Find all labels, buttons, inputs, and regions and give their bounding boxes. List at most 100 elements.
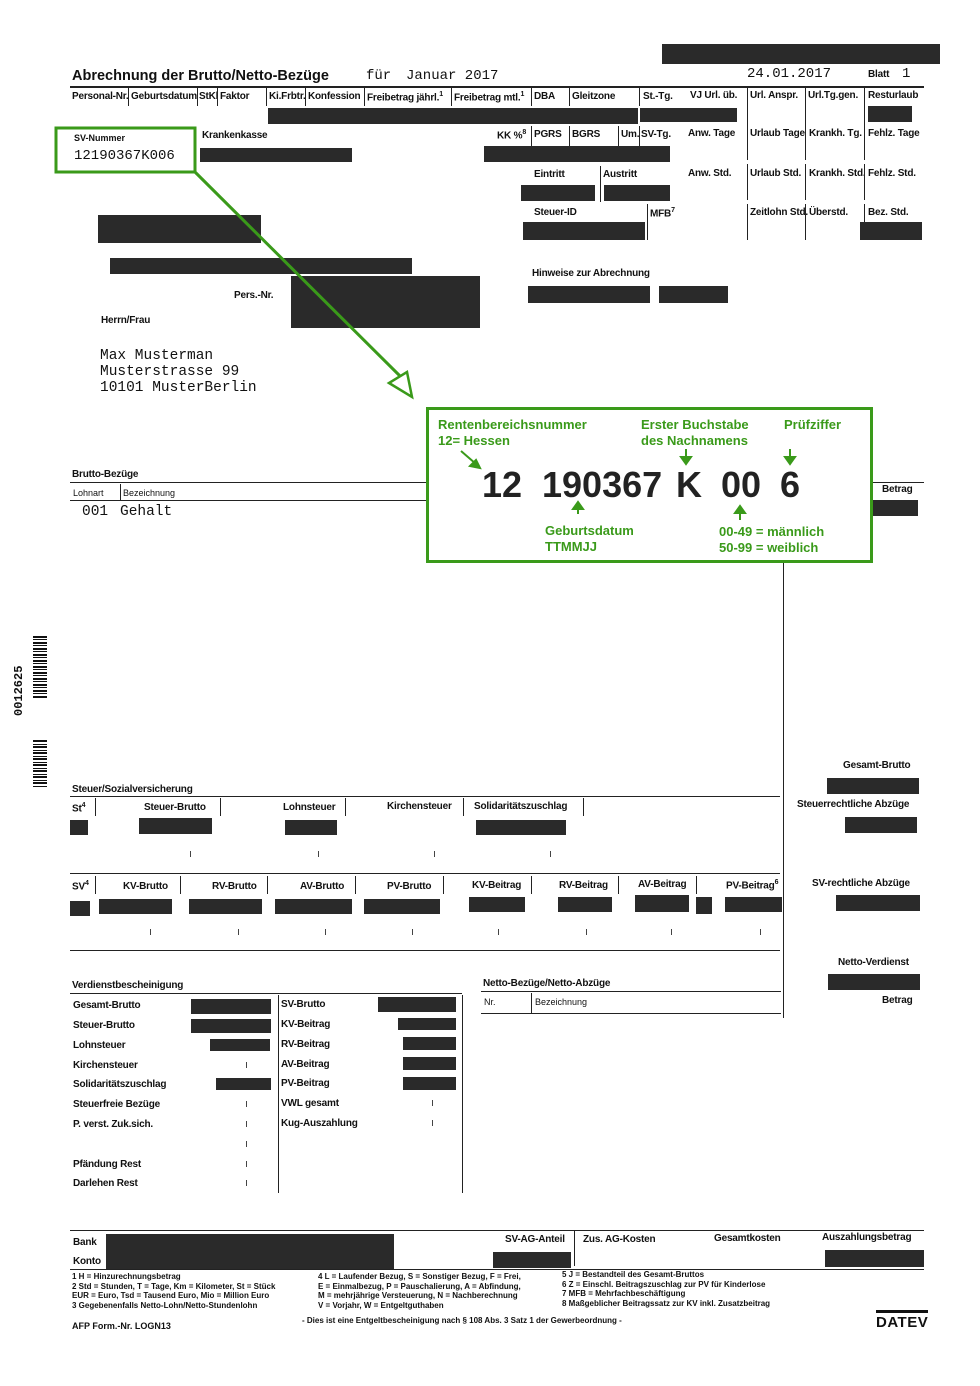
label-bez-std: Bez. Std. xyxy=(868,207,909,218)
label-zus-ag: Zus. AG-Kosten xyxy=(583,1234,656,1245)
annotation-pointers xyxy=(460,449,797,520)
redacted-block xyxy=(604,185,670,201)
label-krankh-tg: Krankh. Tg. xyxy=(809,128,862,139)
recipient-city: 10101 MusterBerlin xyxy=(100,380,257,396)
redacted-block xyxy=(378,997,456,1012)
verdienst-kirchensteuer: Kirchensteuer xyxy=(73,1060,138,1071)
redacted-block xyxy=(110,258,412,274)
lohnart-code: 001 xyxy=(82,504,109,520)
label-zeitlohn: Zeitlohn Std. xyxy=(750,207,808,218)
redacted-block xyxy=(210,1039,270,1051)
annot-label-pruef: Prüfziffer xyxy=(784,417,842,432)
annot-label-geb: Geburtsdatum xyxy=(545,523,634,538)
redacted-block xyxy=(403,1037,456,1050)
verdienst-rv-beitrag: RV-Beitrag xyxy=(281,1039,330,1050)
label-geburtsdatum: Geburtsdatum xyxy=(131,91,197,102)
label-kv-beitrag: KV-Beitrag xyxy=(472,880,522,891)
redacted-block xyxy=(725,897,782,912)
form-number: AFP Form.-Nr. LOGN13 xyxy=(72,1321,171,1331)
label-gesamt-brutto-right: Gesamt-Brutto xyxy=(843,760,911,771)
annot-part-rbn: 12 xyxy=(482,464,523,505)
label-konto: Konto xyxy=(73,1256,101,1267)
verdienst-kug: Kug-Auszahlung xyxy=(281,1118,358,1129)
label-pers-nr: Pers.-Nr. xyxy=(234,290,274,301)
period-prefix: für xyxy=(366,68,392,84)
verdienst-sv-brutto: SV-Brutto xyxy=(281,999,326,1010)
verdienst-pfaendung: Pfändung Rest xyxy=(73,1159,141,1170)
salutation: Herrn/Frau xyxy=(101,315,151,326)
redacted-block xyxy=(191,999,271,1014)
annot-label-hessen: 12= Hessen xyxy=(438,433,510,448)
recipient-street: Musterstrasse 99 xyxy=(100,364,240,380)
label-sv: SV4 xyxy=(72,880,89,893)
redacted-block xyxy=(870,500,918,516)
label-mfb: MFB7 xyxy=(650,207,675,220)
redacted-block xyxy=(696,897,712,914)
redacted-block xyxy=(662,44,940,64)
redacted-block xyxy=(860,222,922,240)
redacted-block xyxy=(398,1018,456,1030)
label-gesamtkosten: Gesamtkosten xyxy=(714,1233,781,1244)
redacted-block xyxy=(476,820,566,835)
verdienst-soli: Solidaritätszuschlag xyxy=(73,1079,167,1090)
redacted-block xyxy=(523,222,645,240)
redacted-block xyxy=(403,1077,456,1090)
label-netto-bezeichnung: Bezeichnung xyxy=(535,997,588,1007)
redacted-block xyxy=(521,185,595,201)
redacted-block xyxy=(836,895,920,911)
label-anw-std: Anw. Std. xyxy=(688,168,732,179)
label-eintritt: Eintritt xyxy=(534,169,565,180)
label-bank: Bank xyxy=(73,1237,97,1248)
redacted-block xyxy=(364,899,440,914)
label-rv-beitrag: RV-Beitrag xyxy=(559,880,608,891)
label-freibetrag-jaehrl: Freibetrag jährl.1 xyxy=(367,91,443,104)
label-urlaub-tage: Urlaub Tage xyxy=(750,128,805,139)
sv-annotation-box xyxy=(426,407,873,563)
label-dba: DBA xyxy=(534,91,556,102)
label-steuer-id: Steuer-ID xyxy=(534,207,577,218)
barcode-number: 0012625 xyxy=(12,665,26,716)
label-av-brutto: AV-Brutto xyxy=(300,881,345,892)
label-rv-brutto: RV-Brutto xyxy=(212,881,257,892)
verdienst-steuerfreie: Steuerfreie Bezüge xyxy=(73,1099,160,1110)
label-urlaub-std: Urlaub Std. xyxy=(750,168,802,179)
label-kifrbtr: Ki.Frbtr. xyxy=(269,91,306,102)
label-netto-verdienst: Netto-Verdienst xyxy=(838,957,909,968)
form-title: Abrechnung der Brutto/Netto-Bezüge xyxy=(72,68,329,84)
label-nr: Nr. xyxy=(484,997,496,1007)
datev-logo: DATEV xyxy=(876,1310,929,1331)
label-kirchensteuer: Kirchensteuer xyxy=(387,801,452,812)
recipient-name: Max Musterman xyxy=(100,348,214,364)
redacted-block xyxy=(70,901,90,916)
redacted-block xyxy=(291,276,480,328)
annot-label-w: 50-99 = weiblich xyxy=(719,540,819,555)
label-pgrs: PGRS xyxy=(534,129,562,140)
redacted-block xyxy=(285,820,337,835)
barcode xyxy=(33,636,47,698)
annot-part-birthdate: 190367 xyxy=(542,464,663,505)
label-av-beitrag: AV-Beitrag xyxy=(638,879,687,890)
header-rule xyxy=(70,86,924,88)
redacted-block xyxy=(659,286,728,303)
label-url-anspr: Url. Anspr. xyxy=(750,90,798,101)
redacted-block xyxy=(216,1078,271,1090)
verdienst-vwl: VWL gesamt xyxy=(281,1098,339,1109)
netto-title: Netto-Bezüge/Netto-Abzüge xyxy=(483,978,611,989)
label-bezeichnung: Bezeichnung xyxy=(123,488,176,498)
redacted-block xyxy=(493,1252,571,1268)
redacted-block xyxy=(484,146,670,162)
annotation-arrow xyxy=(54,126,414,400)
label-soli: Solidaritätszuschlag xyxy=(474,801,568,812)
label-bgrs: BGRS xyxy=(572,129,601,140)
label-freibetrag-mtl: Freibetrag mtl.1 xyxy=(454,91,525,104)
redacted-block xyxy=(528,286,650,303)
document-date: 24.01.2017 xyxy=(747,66,832,82)
label-fehlz-tage: Fehlz. Tage xyxy=(868,128,920,139)
verdienst-kv-beitrag: KV-Beitrag xyxy=(281,1019,331,1030)
label-lohnsteuer: Lohnsteuer xyxy=(283,802,336,813)
redacted-block xyxy=(106,1234,394,1270)
verdienst-p-verst: P. verst. Zuk.sich. xyxy=(73,1119,153,1130)
annot-label-m: 00-49 = männlich xyxy=(719,524,825,539)
label-hinweise: Hinweise zur Abrechnung xyxy=(532,268,650,279)
